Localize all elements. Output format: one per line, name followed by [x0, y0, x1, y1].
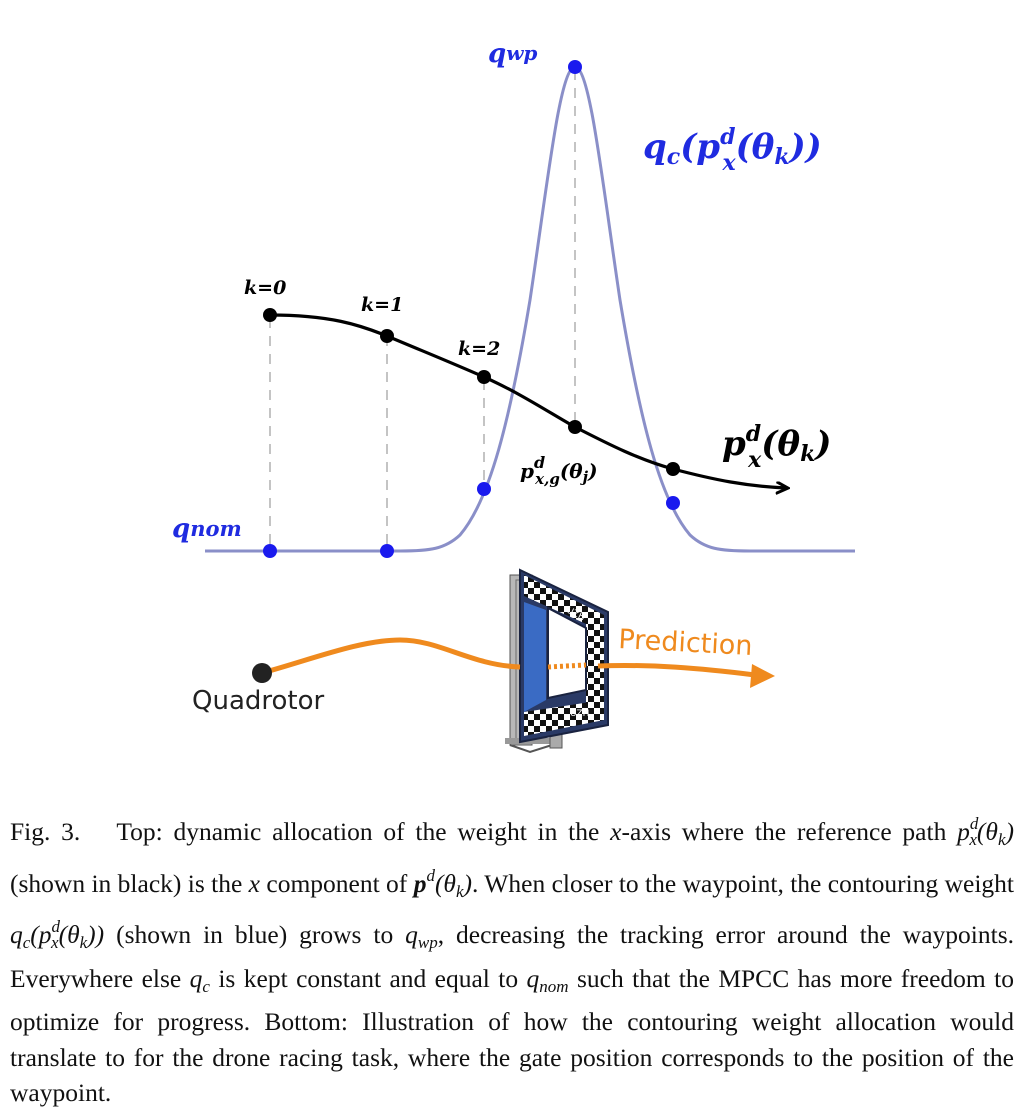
math-qnom: qnom [526, 963, 569, 996]
caption-seg-6: . When closer to the waypoint, the conto… [472, 868, 1015, 898]
caption-seg-8: , decreasing the tracking error around t… [10, 920, 1014, 993]
weight-point-5 [666, 496, 680, 510]
caption-x-4: x [248, 868, 260, 898]
figure-caption: Fig. 3. Top: dynamic allocation of the we… [10, 806, 1014, 1111]
trajectory-through-gate [547, 662, 587, 670]
caption-seg-3: (shown in black) is the [10, 868, 249, 898]
prediction-arrowhead [750, 664, 775, 688]
q-wp-label: qwp [488, 39, 537, 69]
caption-x-1: x [610, 817, 622, 846]
reference-path [269, 313, 786, 488]
k-label-0: k=0 [244, 277, 286, 299]
gate-text-bottom: UZH [570, 709, 589, 719]
weight-points [263, 60, 680, 558]
caption-seg-10: such that the MPCC has more freedom to o… [10, 963, 1015, 1108]
prediction-label: Prediction [618, 624, 754, 662]
racing-gate: UZH UZH [505, 568, 609, 754]
caption-seg-5: component of [260, 868, 414, 898]
math-px-theta-k: pdx(θk) [957, 814, 1014, 849]
trajectory-before-gate [261, 637, 521, 676]
path-point-k1 [380, 329, 394, 343]
quadrotor-dot [252, 663, 272, 683]
caption-seg-9: is kept constant and equal to [209, 963, 527, 993]
trajectory-prediction [597, 662, 756, 678]
weight-point-2 [380, 544, 394, 558]
q-nom-label: qnom [172, 514, 242, 544]
weight-point-1 [263, 544, 277, 558]
figure-number: Fig. 3. [10, 817, 81, 846]
path-point-k2 [477, 370, 491, 384]
caption-seg-7: (shown in blue) grows to [104, 920, 406, 949]
k-label-1: k=1 [361, 294, 403, 316]
caption-seg-0: Top: dynamic allocation of the weight in… [116, 817, 611, 846]
math-qc-expr: qc(pdx(θk)) [10, 917, 105, 952]
path-point-k0 [263, 308, 277, 322]
weight-point-peak [568, 60, 582, 74]
math-qwp: qwp [405, 920, 438, 952]
quadrotor-label: Quadrotor [192, 686, 325, 716]
math-pd-theta-k: pd(θk) [413, 865, 473, 901]
projection-lines [269, 70, 576, 548]
path-points [263, 308, 680, 476]
weight-point-3 [477, 482, 491, 496]
k-label-2: k=2 [458, 338, 500, 360]
caption-seg-2: -axis where the reference path [621, 817, 958, 846]
math-qc: qc [189, 963, 210, 996]
path-point-waypoint [568, 420, 582, 434]
path-point-k4 [666, 462, 680, 476]
